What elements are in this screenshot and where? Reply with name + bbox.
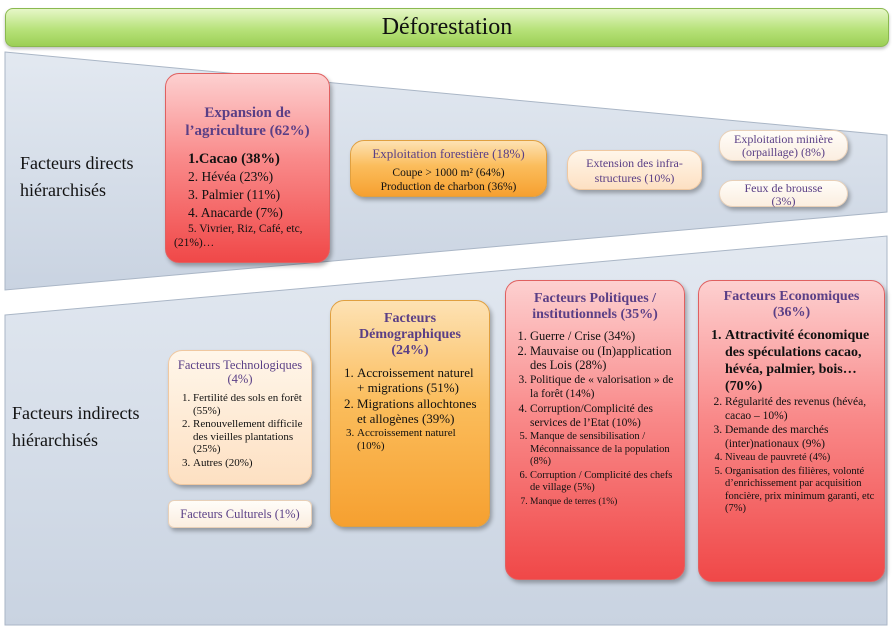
list-item: Autres (20%) (193, 457, 305, 470)
list-item: Accroissement naturel + migrations (51%) (357, 365, 481, 395)
list-item: Guerre / Crise (34%) (530, 329, 678, 343)
list-item: Manque de terres (1%) (530, 496, 678, 509)
agriculture-box: Expansion de l’agriculture (62%) 1.Cacao… (165, 73, 330, 263)
list-item: Renouvellement difficile des vieilles pl… (193, 418, 305, 456)
list-item: Politique de « valorisation » de la forê… (530, 373, 678, 401)
page-title: Déforestation (5, 8, 889, 47)
technology-box: Facteurs Technologiques (4%) Fertilité d… (168, 350, 312, 485)
technology-title: Facteurs Technologiques (4%) (177, 358, 303, 386)
list-item: Migrations allochtones et allogènes (39%… (357, 396, 481, 426)
economic-title: Facteurs Economiques (36%) (723, 289, 860, 320)
demography-box: Facteurs Démographiques (24%) Accroissem… (330, 300, 490, 527)
list-item: 2. Hévéa (23%) (188, 169, 274, 184)
list-item: Corruption / Complicité des chefs de vil… (530, 470, 678, 495)
list-item: 4. Anacarde (7%) (188, 205, 283, 220)
list-item: Attractivité économique des spéculations… (725, 327, 878, 395)
forestry-box: Exploitation forestière (18%) Coupe > 10… (350, 140, 547, 197)
agriculture-title: Expansion de l’agriculture (62%) (185, 105, 310, 139)
political-title: Facteurs Politiques / institutionnels (3… (532, 291, 658, 322)
political-box: Facteurs Politiques / institutionnels (3… (505, 280, 685, 580)
list-item: 1.Cacao (38%) (188, 151, 280, 167)
economic-box: Facteurs Economiques (36%) Attractivité … (698, 280, 885, 582)
list-item: Corruption/Complicité des services de l’… (530, 402, 678, 430)
list-item: Régularité des revenus (hévéa, cacao – 1… (725, 396, 878, 423)
infrastructure-box: Extension des infra-structures (10%) (567, 150, 702, 190)
cultural-box: Facteurs Culturels (1%) (168, 500, 312, 528)
list-item: Niveau de pauvreté (4%) (725, 452, 878, 465)
list-item: Production de charbon (36%) (380, 181, 517, 193)
list-item: Fertilité des sols en forêt (55%) (193, 392, 305, 417)
list-item: Mauvaise ou (In)application des Lois (28… (530, 344, 678, 372)
list-item: Accroissement naturel (10%) (357, 427, 481, 452)
list-item: 5. Vivrier, Riz, Café, etc, (21%)… (174, 223, 303, 249)
list-item: Coupe > 1000 m² (64%) (392, 167, 505, 179)
list-item: Demande des marchés (inter)nationaux (9%… (725, 424, 878, 451)
demography-title: Facteurs Démographiques (24%) (359, 311, 461, 358)
bushfire-box: Feux de brousse (3%) (719, 180, 848, 208)
direct-factors-label: Facteurs directs hiérarchisés (20, 153, 134, 200)
list-item: 3. Palmier (11%) (188, 187, 281, 202)
indirect-factors-label: Facteurs indirects hiérarchisés (12, 403, 140, 450)
mining-box: Exploitation minière (orpaillage) (8%) (719, 130, 848, 161)
forestry-title: Exploitation forestière (18%) (372, 146, 525, 161)
list-item: Organisation des filières, volonté d’enr… (725, 466, 878, 516)
list-item: Manque de sensibilisation / Méconnaissan… (530, 431, 678, 469)
